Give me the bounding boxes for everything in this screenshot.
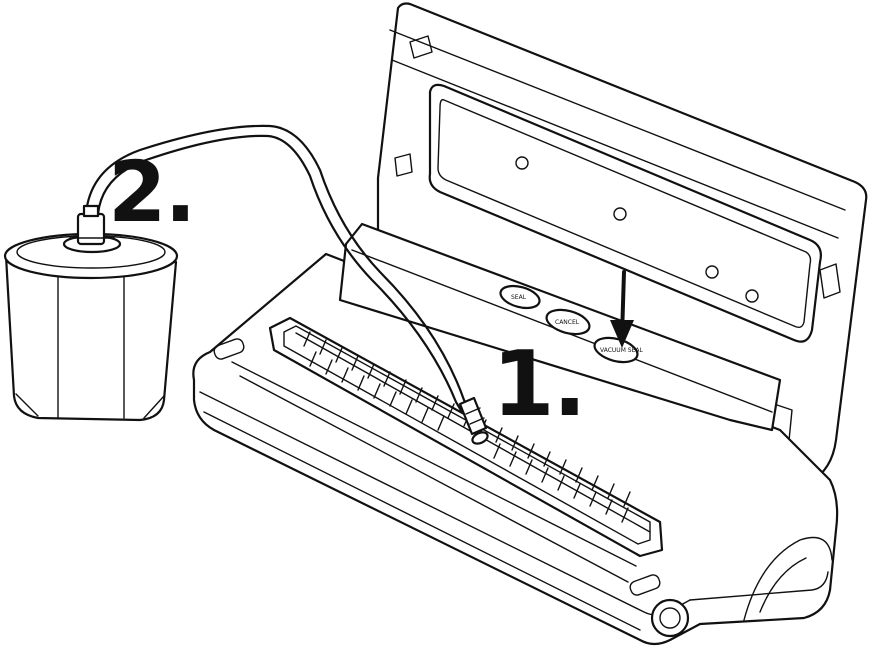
cancel-button[interactable]: CANCEL <box>544 306 592 339</box>
seal-button[interactable]: SEAL <box>498 282 542 312</box>
vacuum-hose <box>84 124 489 445</box>
tray-teeth <box>303 331 631 523</box>
down-arrow-icon <box>610 270 634 348</box>
vacuum-seal-button-label: VACUUM SEAL <box>600 347 643 354</box>
vacuum-canister <box>3 204 179 422</box>
seal-button-label: SEAL <box>511 294 527 301</box>
step-2-label: 2. <box>108 143 196 241</box>
step-1-label: 1. <box>492 332 587 437</box>
cancel-button-label: CANCEL <box>555 319 580 326</box>
